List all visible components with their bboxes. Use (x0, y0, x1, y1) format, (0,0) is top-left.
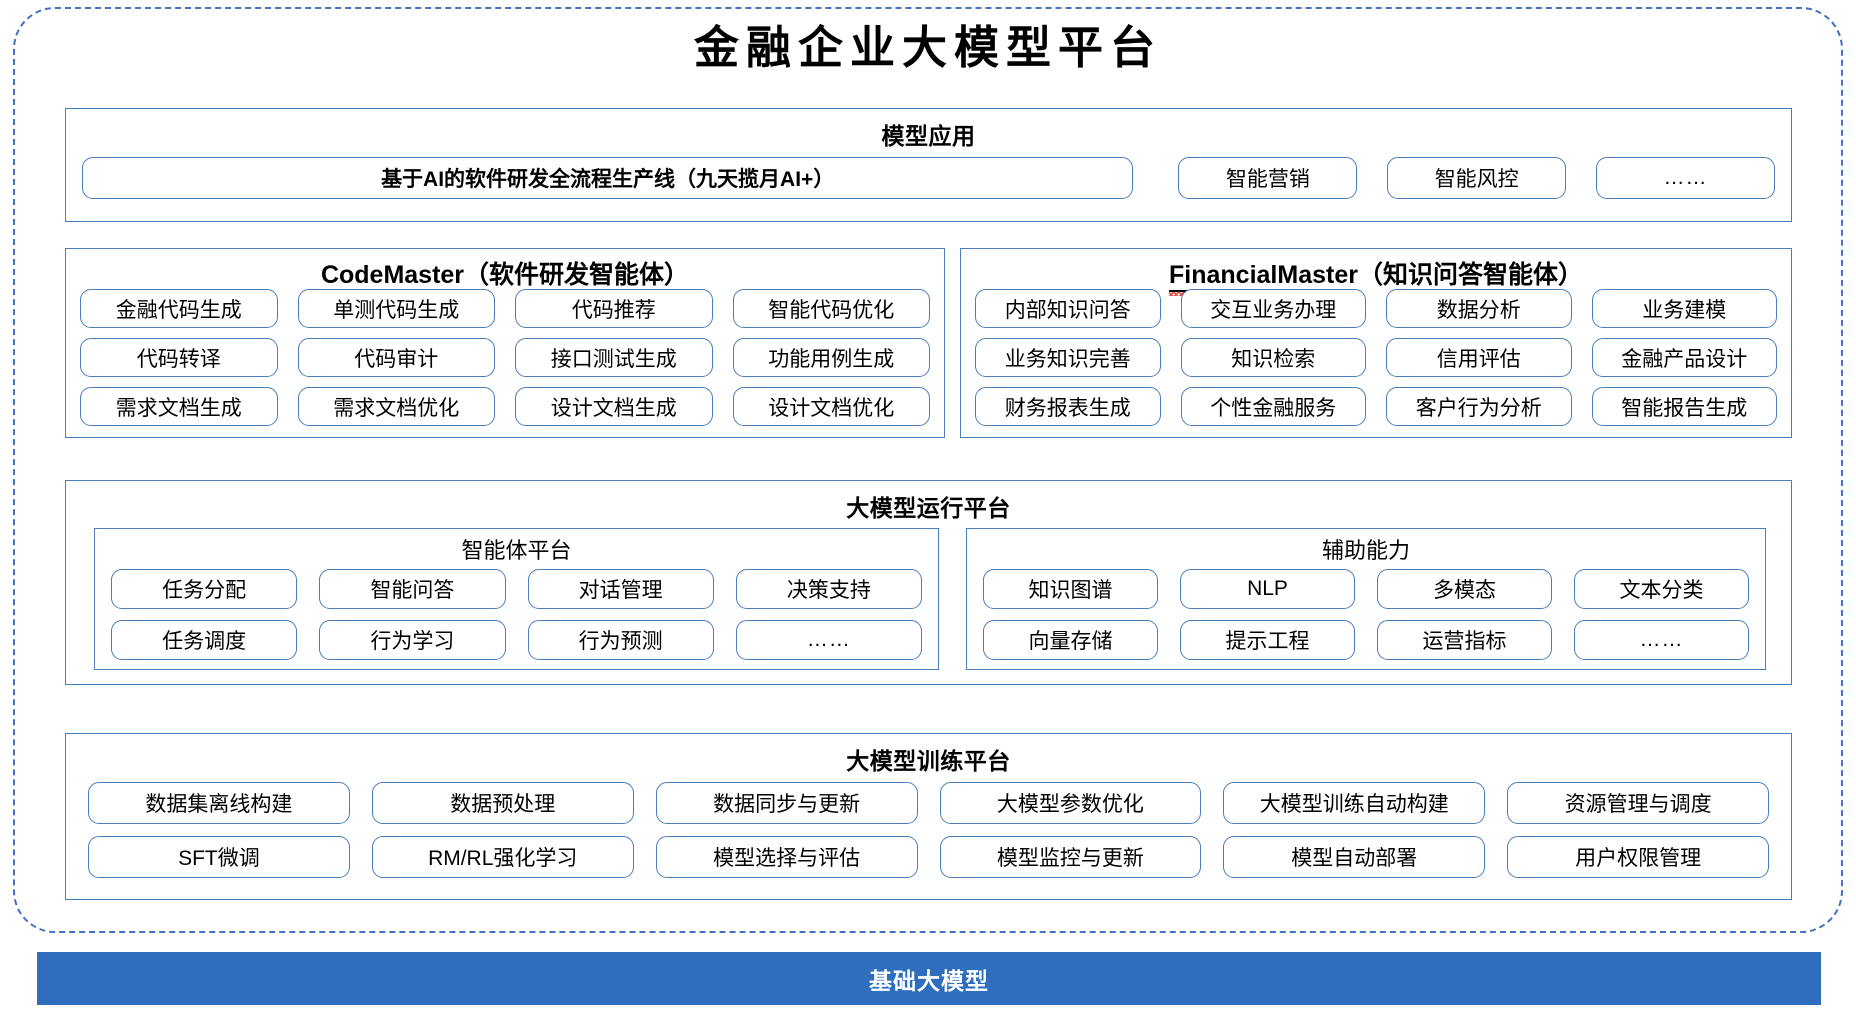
financialmaster-suffix: （知识问答智能体） (1357, 261, 1583, 289)
chip-agent-platform-4[interactable]: 任务调度 (111, 620, 298, 660)
chip-financialmaster-2[interactable]: 数据分析 (1386, 289, 1572, 328)
runtime-platform-title: 大模型运行平台 (846, 495, 1011, 521)
model-application-title: 模型应用 (881, 123, 976, 149)
chip-training-0[interactable]: 数据集离线构建 (88, 782, 350, 824)
chip-codemaster-7[interactable]: 功能用例生成 (732, 338, 930, 377)
chip-agent-platform-more[interactable]: …… (735, 620, 922, 660)
chip-codemaster-0[interactable]: 金融代码生成 (80, 289, 278, 328)
codemaster-panel: CodeMaster（软件研发智能体） 金融代码生成 单测代码生成 代码推荐 智… (65, 248, 945, 438)
chip-aux-2[interactable]: 多模态 (1377, 569, 1552, 609)
chip-training-11[interactable]: 用户权限管理 (1507, 836, 1769, 878)
chip-financialmaster-9[interactable]: 个性金融服务 (1180, 387, 1366, 426)
chip-financialmaster-3[interactable]: 业务建模 (1591, 289, 1777, 328)
chip-ai-sdlc-pipeline[interactable]: 基于AI的软件研发全流程生产线（九天揽月AI+） (82, 157, 1134, 199)
training-platform-title: 大模型训练平台 (846, 748, 1011, 774)
codemaster-chip-grid: 金融代码生成 单测代码生成 代码推荐 智能代码优化 代码转译 代码审计 接口测试… (80, 289, 930, 426)
financialmaster-chip-grid: 内部知识问答 交互业务办理 数据分析 业务建模 业务知识完善 知识检索 信用评估… (975, 289, 1777, 426)
chip-training-1[interactable]: 数据预处理 (371, 782, 634, 824)
chip-codemaster-8[interactable]: 需求文档生成 (80, 387, 278, 426)
chip-agent-platform-3[interactable]: 决策支持 (735, 569, 922, 609)
financialmaster-name: FinancialMaster (1169, 261, 1358, 292)
foundation-model-bar: 基础大模型 (37, 952, 1821, 1005)
chip-agent-platform-1[interactable]: 智能问答 (319, 569, 506, 609)
chip-aux-4[interactable]: 向量存储 (983, 620, 1158, 660)
codemaster-name: CodeMaster (320, 261, 465, 292)
chip-training-8[interactable]: 模型选择与评估 (655, 836, 918, 878)
chip-aux-6[interactable]: 运营指标 (1377, 620, 1552, 660)
diagram-outer-frame (13, 7, 1843, 933)
training-platform-section: 大模型训练平台 数据集离线构建 数据预处理 数据同步与更新 大模型参数优化 大模… (65, 733, 1792, 900)
chip-agent-platform-6[interactable]: 行为预测 (527, 620, 714, 660)
chip-training-6[interactable]: SFT微调 (88, 836, 350, 878)
chip-financialmaster-4[interactable]: 业务知识完善 (975, 338, 1161, 377)
chip-codemaster-3[interactable]: 智能代码优化 (732, 289, 930, 328)
chip-financialmaster-11[interactable]: 智能报告生成 (1591, 387, 1777, 426)
chip-financialmaster-5[interactable]: 知识检索 (1180, 338, 1366, 377)
chip-agent-platform-5[interactable]: 行为学习 (319, 620, 506, 660)
chip-aux-3[interactable]: 文本分类 (1574, 569, 1749, 609)
chip-codemaster-11[interactable]: 设计文档优化 (732, 387, 930, 426)
chip-agent-platform-0[interactable]: 任务分配 (111, 569, 298, 609)
chip-financialmaster-10[interactable]: 客户行为分析 (1386, 387, 1572, 426)
model-application-section: 模型应用 基于AI的软件研发全流程生产线（九天揽月AI+） 智能营销 智能风控 … (65, 108, 1792, 222)
chip-financialmaster-8[interactable]: 财务报表生成 (975, 387, 1161, 426)
agent-platform-title: 智能体平台 (461, 538, 572, 563)
model-application-chip-row: 基于AI的软件研发全流程生产线（九天揽月AI+） 智能营销 智能风控 …… (82, 157, 1775, 199)
chip-codemaster-5[interactable]: 代码审计 (297, 338, 495, 377)
chip-aux-0[interactable]: 知识图谱 (983, 569, 1158, 609)
financialmaster-heading: FinancialMaster（知识问答智能体） (961, 255, 1791, 292)
chip-codemaster-1[interactable]: 单测代码生成 (297, 289, 495, 328)
chip-training-10[interactable]: 模型自动部署 (1223, 836, 1486, 878)
chip-app-more[interactable]: …… (1596, 157, 1775, 199)
page-title: 金融企业大模型平台 (693, 23, 1162, 73)
chip-training-4[interactable]: 大模型训练自动构建 (1223, 782, 1486, 824)
agent-platform-box: 智能体平台 任务分配 智能问答 对话管理 决策支持 任务调度 行为学习 行为预测… (94, 528, 939, 670)
runtime-platform-section: 大模型运行平台 智能体平台 任务分配 智能问答 对话管理 决策支持 任务调度 行… (65, 480, 1792, 685)
chip-financialmaster-0[interactable]: 内部知识问答 (975, 289, 1161, 328)
chip-codemaster-10[interactable]: 设计文档生成 (515, 387, 713, 426)
financialmaster-panel: FinancialMaster（知识问答智能体） 内部知识问答 交互业务办理 数… (960, 248, 1792, 438)
agent-platform-chip-grid: 任务分配 智能问答 对话管理 决策支持 任务调度 行为学习 行为预测 …… (111, 569, 922, 660)
chip-codemaster-6[interactable]: 接口测试生成 (515, 338, 713, 377)
codemaster-suffix: （软件研发智能体） (464, 261, 690, 289)
chip-codemaster-9[interactable]: 需求文档优化 (297, 387, 495, 426)
chip-financialmaster-6[interactable]: 信用评估 (1386, 338, 1572, 377)
chip-intelligent-marketing[interactable]: 智能营销 (1178, 157, 1358, 199)
chip-codemaster-2[interactable]: 代码推荐 (515, 289, 713, 328)
chip-aux-more[interactable]: …… (1574, 620, 1749, 660)
codemaster-heading: CodeMaster（软件研发智能体） (66, 255, 944, 292)
auxiliary-capability-chip-grid: 知识图谱 NLP 多模态 文本分类 向量存储 提示工程 运营指标 …… (983, 569, 1749, 660)
auxiliary-capability-title: 辅助能力 (1321, 538, 1410, 563)
chip-training-2[interactable]: 数据同步与更新 (655, 782, 918, 824)
chip-training-9[interactable]: 模型监控与更新 (939, 836, 1202, 878)
auxiliary-capability-box: 辅助能力 知识图谱 NLP 多模态 文本分类 向量存储 提示工程 运营指标 …… (966, 528, 1766, 670)
chip-aux-1[interactable]: NLP (1180, 569, 1355, 609)
chip-agent-platform-2[interactable]: 对话管理 (527, 569, 714, 609)
chip-intelligent-risk-control[interactable]: 智能风控 (1387, 157, 1567, 199)
chip-financialmaster-1[interactable]: 交互业务办理 (1180, 289, 1366, 328)
chip-aux-5[interactable]: 提示工程 (1180, 620, 1355, 660)
chip-training-5[interactable]: 资源管理与调度 (1507, 782, 1769, 824)
chip-training-3[interactable]: 大模型参数优化 (939, 782, 1202, 824)
chip-financialmaster-7[interactable]: 金融产品设计 (1591, 338, 1777, 377)
chip-training-7[interactable]: RM/RL强化学习 (371, 836, 634, 878)
foundation-model-label: 基础大模型 (869, 967, 989, 994)
training-platform-chip-grid: 数据集离线构建 数据预处理 数据同步与更新 大模型参数优化 大模型训练自动构建 … (88, 782, 1769, 878)
chip-codemaster-4[interactable]: 代码转译 (80, 338, 278, 377)
